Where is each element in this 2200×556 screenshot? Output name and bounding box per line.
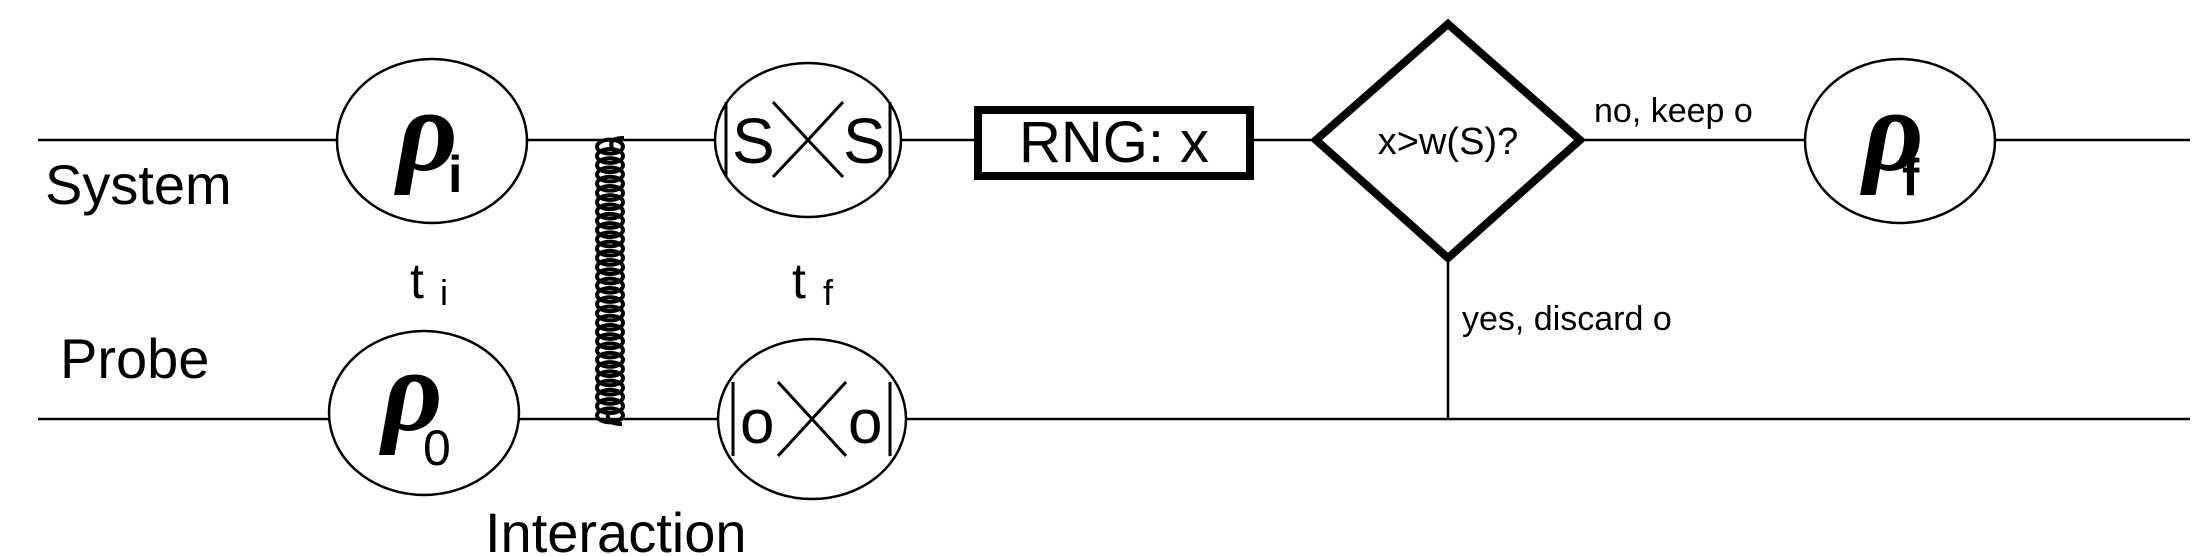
coil-loop	[595, 202, 625, 221]
no-branch-label: no, keep o	[1594, 92, 1753, 130]
system-label: System	[45, 153, 232, 216]
rho-subscript: f	[1902, 149, 1920, 207]
probe-projector-node: o o	[716, 337, 908, 501]
coil-loop	[595, 360, 625, 378]
coil-loop	[595, 378, 625, 397]
coil-loop	[595, 350, 625, 369]
decision-label: x>w(S)?	[1378, 121, 1518, 163]
rho-symbol: ρ	[379, 325, 443, 456]
coil-loop	[595, 276, 625, 295]
coil-loop	[595, 295, 625, 314]
yes-branch-label: yes, discard o	[1462, 300, 1672, 338]
t-i-label: t i	[410, 253, 448, 313]
rng-box: RNG: x	[974, 106, 1254, 180]
coil-loop	[595, 146, 625, 165]
coil-loop	[595, 174, 625, 193]
coil-loop	[595, 285, 625, 304]
coil-loop	[595, 165, 625, 184]
coil-loop	[595, 313, 625, 332]
coil-hook-top	[609, 136, 625, 149]
coil-loop	[595, 230, 625, 249]
coil-loop	[595, 156, 625, 175]
rho-symbol: ρ	[394, 65, 458, 196]
rho-i-node: ρ i	[335, 57, 529, 225]
ket-letter: o	[740, 388, 774, 457]
projector-o-symbol: o o	[731, 380, 892, 458]
rng-label: RNG: x	[1019, 110, 1209, 175]
coil-hook-bottom	[605, 413, 623, 426]
interaction-label: Interaction	[485, 501, 747, 556]
rho-symbol: ρ	[1860, 65, 1924, 196]
probe-label: Probe	[60, 327, 209, 390]
coil-loop	[595, 341, 625, 360]
system-projector-node: S S	[713, 61, 903, 219]
coil-loop	[595, 258, 625, 277]
coil-loop	[595, 211, 625, 230]
interaction-coil	[595, 136, 625, 426]
coil-loop	[595, 221, 625, 239]
rho-0-node: ρ 0	[327, 325, 521, 497]
rho-subscript: i	[448, 146, 462, 204]
coil-loop	[595, 304, 625, 323]
bra-letter: o	[848, 388, 882, 457]
coil-loop	[595, 267, 625, 286]
coil-loop	[595, 193, 625, 212]
rho-f-node: ρ f	[1803, 57, 1997, 225]
coil-loop	[595, 323, 625, 341]
coil-loop	[595, 184, 625, 202]
t-i-subscript: i	[440, 272, 448, 313]
coil-loop	[595, 137, 625, 156]
coil-loop	[595, 239, 625, 258]
bra-letter: S	[843, 105, 886, 177]
t-f-subscript: f	[823, 272, 834, 313]
t-f-base: t	[792, 253, 806, 309]
projector-s-symbol: S S	[724, 100, 892, 179]
t-f-label: t f	[792, 253, 834, 313]
coil-loop	[595, 332, 625, 351]
coil-loop	[595, 387, 625, 406]
t-i-base: t	[410, 253, 424, 309]
decision-diamond: x>w(S)?	[1309, 18, 1587, 264]
rho-subscript: 0	[423, 420, 451, 476]
coil-loop	[595, 397, 625, 416]
ket-letter: S	[732, 105, 775, 177]
coil-loop	[595, 369, 625, 388]
coil-loop	[595, 248, 625, 267]
